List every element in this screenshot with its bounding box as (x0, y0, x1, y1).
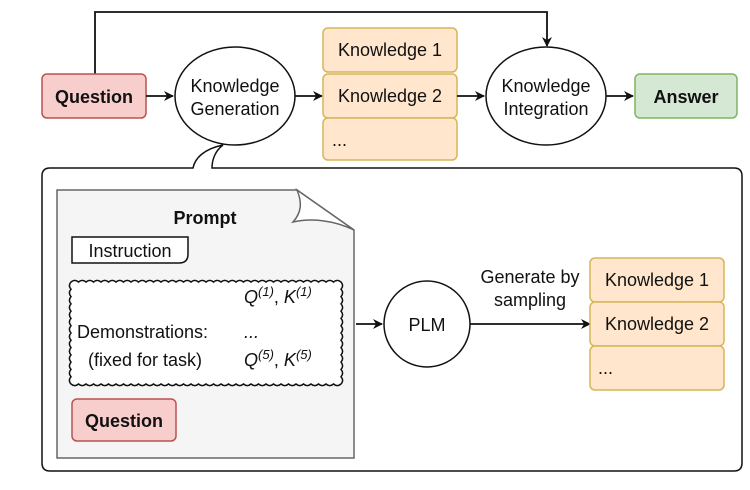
demo-pair-ellipsis: ... (244, 322, 259, 342)
top-knowledge-more-label: ... (332, 130, 347, 150)
demonstrations-note: (fixed for task) (88, 350, 202, 370)
plm-label: PLM (408, 315, 445, 335)
generate-label-line2: sampling (494, 290, 566, 310)
top-knowledge-1-label: Knowledge 1 (338, 40, 442, 60)
prompt-title: Prompt (174, 208, 237, 228)
instruction-label: Instruction (88, 241, 171, 261)
prompt-question-label: Question (85, 411, 163, 431)
detail-knowledge-1-label: Knowledge 1 (605, 270, 709, 290)
prompt-note-fold (290, 187, 355, 231)
detail-knowledge-more-label: ... (598, 358, 613, 378)
bypass-arrow (94, 11, 552, 74)
knowledge-integration-node (485, 46, 607, 146)
demonstrations-box (68, 279, 344, 387)
detail-knowledge-2-label: Knowledge 2 (605, 314, 709, 334)
demo-pair-last: Q(5), K(5) (244, 347, 312, 371)
top-knowledge-2-label: Knowledge 2 (338, 86, 442, 106)
demonstrations-label: Demonstrations: (77, 322, 208, 342)
answer-node (634, 73, 738, 119)
answer-node-label: Answer (653, 87, 718, 107)
knowledge-integration-label-line1: Knowledge (501, 76, 590, 96)
top-knowledge-more-box (322, 117, 458, 161)
generate-label-line1: Generate by (480, 267, 579, 287)
top-knowledge-1-box (322, 27, 458, 73)
instruction-box (71, 236, 189, 264)
knowledge-generation-node (174, 46, 296, 146)
detail-knowledge-more-box (589, 345, 725, 391)
knowledge-generation-label-line1: Knowledge (190, 76, 279, 96)
question-node-label: Question (55, 87, 133, 107)
knowledge-generation-label-line2: Generation (190, 99, 279, 119)
prompt-question-node (71, 398, 177, 442)
knowledge-integration-label-line2: Integration (503, 99, 588, 119)
demo-pair-first: Q(1), K(1) (244, 284, 312, 308)
